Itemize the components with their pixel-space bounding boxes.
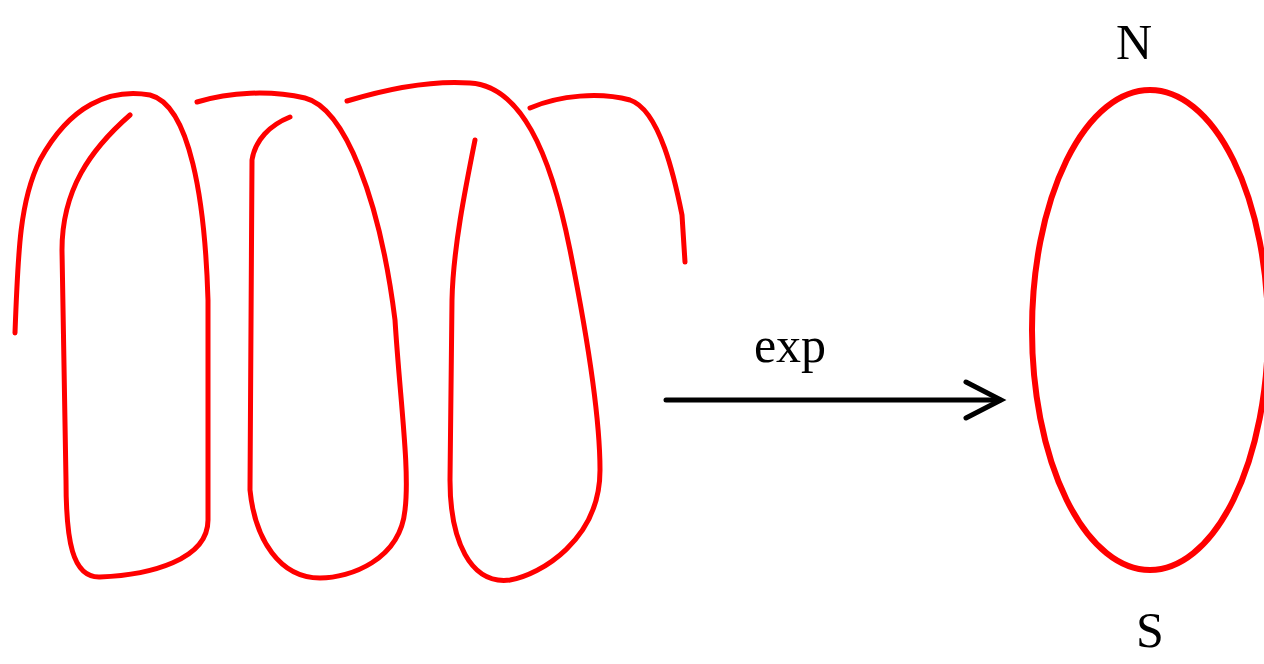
map-arrow bbox=[666, 398, 1000, 403]
helix-coil bbox=[530, 96, 685, 262]
helix-coil bbox=[347, 82, 600, 580]
map-label: exp bbox=[754, 320, 826, 370]
arrow-head bbox=[966, 382, 1001, 418]
helix-coil bbox=[15, 94, 208, 578]
pole-label: S bbox=[1136, 605, 1164, 655]
circle bbox=[1032, 90, 1264, 570]
pole-label: N bbox=[1116, 17, 1152, 67]
helix-coil bbox=[197, 93, 406, 578]
